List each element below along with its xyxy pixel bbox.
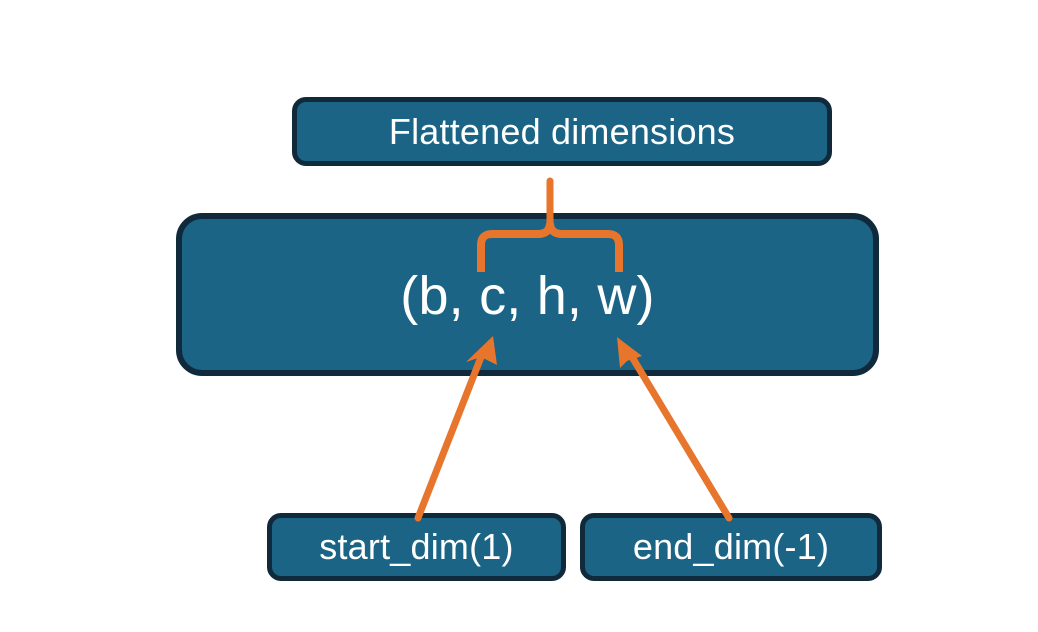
node-tensor-shape-label: (b, c, h, w) [400,266,655,326]
node-flattened-dimensions: Flattened dimensions [292,97,832,166]
node-tensor-shape: (b, c, h, w) [176,213,879,376]
node-flattened-dimensions-label: Flattened dimensions [388,110,736,152]
node-start-dim-label: start_dim(1) [319,526,514,567]
node-start-dim: start_dim(1) [267,513,566,581]
node-end-dim: end_dim(-1) [580,513,882,581]
node-end-dim-label: end_dim(-1) [632,526,830,567]
